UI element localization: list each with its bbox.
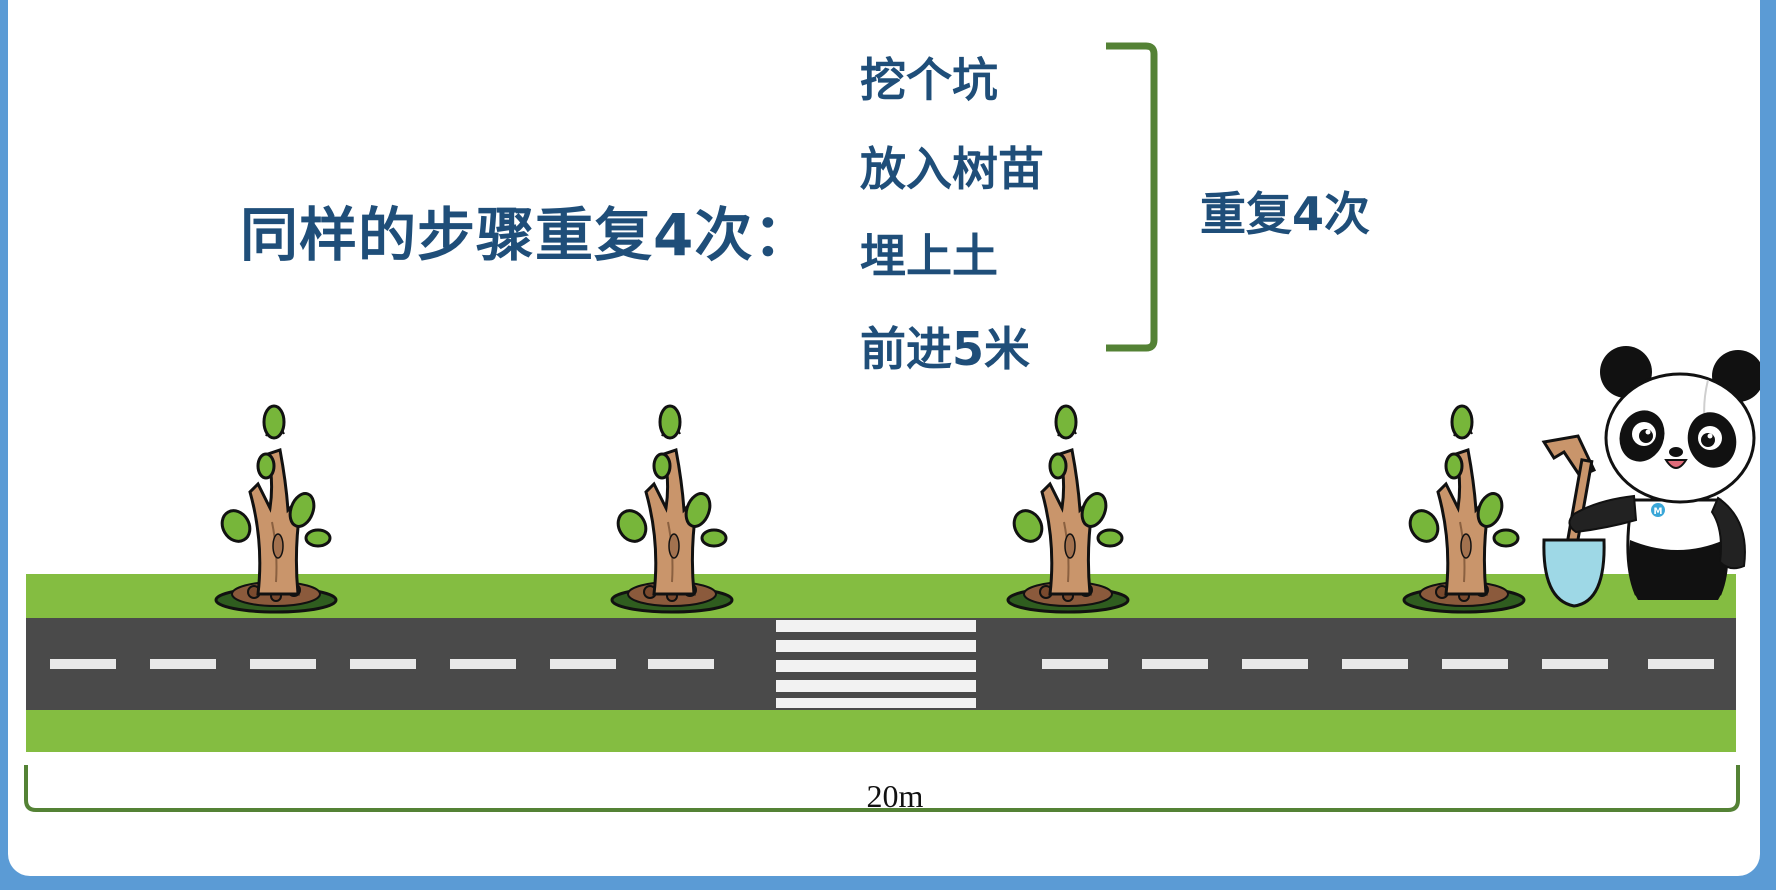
distance-bracket — [24, 765, 1740, 812]
step-cover-soil: 埋上土 — [860, 229, 998, 283]
repeat-label: 重复4次 — [1200, 187, 1371, 241]
step-advance-5m: 前进5米 — [860, 322, 1031, 376]
distance-label: 20m — [866, 778, 924, 814]
lane-markings — [50, 659, 1714, 669]
grass-strip-bottom — [26, 710, 1736, 752]
steps-bracket — [1106, 42, 1158, 352]
step-dig-hole: 挖个坑 — [860, 53, 998, 107]
page-title: 同样的步骤重复4次： — [240, 201, 813, 269]
scene-illustration: M — [24, 42, 1760, 812]
panda-mascot-icon: M — [1541, 346, 1760, 608]
step-place-sapling: 放入树苗 — [860, 142, 1044, 196]
diagram-card: M 同样的步骤重复4次： 挖个坑 放入树苗 埋上土 前进5米 重复4次 20m — [8, 0, 1760, 876]
svg-text:M: M — [1654, 507, 1663, 517]
crosswalk-icon — [776, 620, 976, 708]
